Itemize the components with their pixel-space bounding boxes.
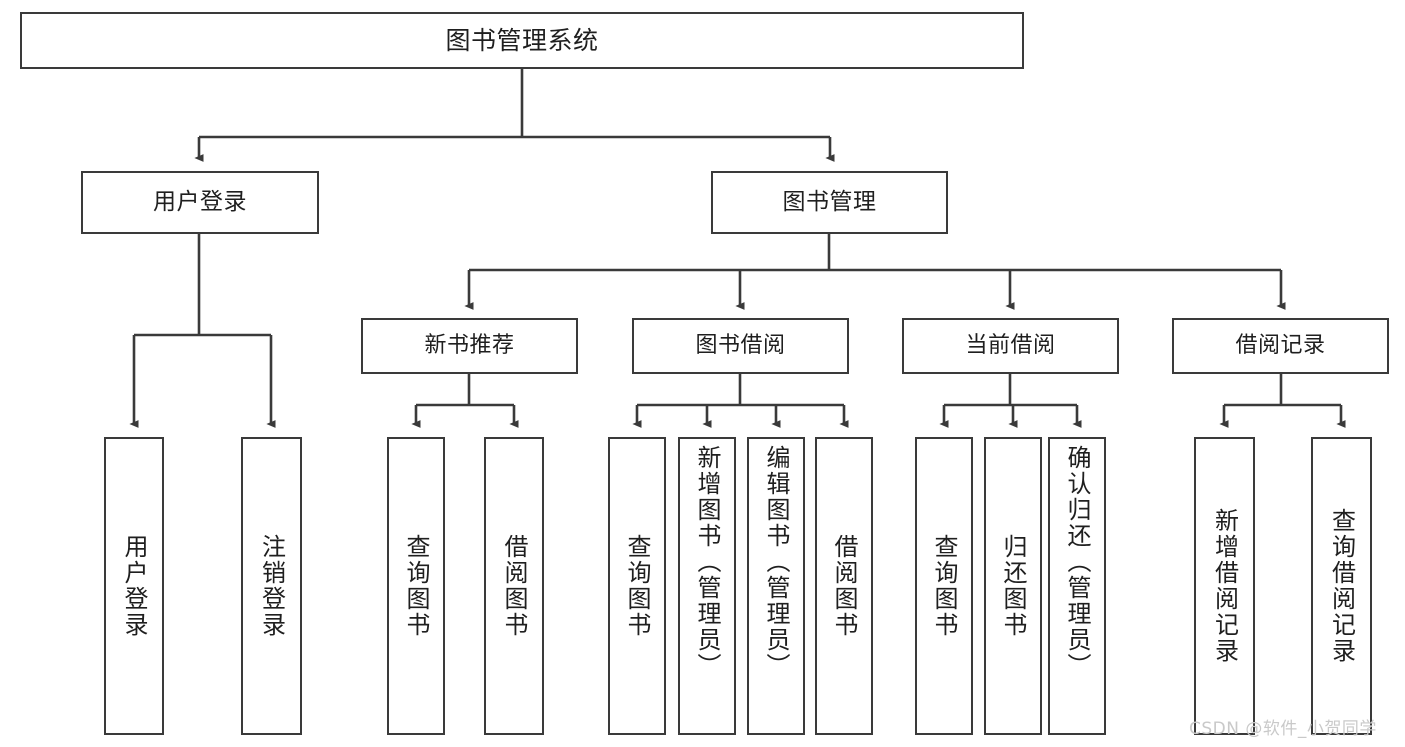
node-root-system[interactable]: 图书管理系统 (20, 12, 1024, 69)
leaf-user-logout[interactable]: 注销登录 (241, 437, 302, 735)
node-current-borrowing[interactable]: 当前借阅 (902, 318, 1119, 374)
node-borrowing-record-label: 借阅记录 (1235, 332, 1326, 358)
node-borrowing-record[interactable]: 借阅记录 (1172, 318, 1389, 374)
leaf-query-books-borrow-label: 查询图书 (623, 534, 651, 638)
leaf-confirm-return-admin[interactable]: 确认归还（管理员） (1048, 437, 1106, 735)
leaf-add-book-admin[interactable]: 新增图书（管理员） (678, 437, 736, 735)
node-new-book-recommendation[interactable]: 新书推荐 (361, 318, 578, 374)
leaf-confirm-return-admin-label: 确认归还（管理员） (1063, 445, 1091, 679)
leaf-add-book-admin-label: 新增图书（管理员） (693, 445, 721, 679)
leaf-return-books[interactable]: 归还图书 (984, 437, 1042, 735)
leaf-query-borrow-record[interactable]: 查询借阅记录 (1311, 437, 1372, 735)
csdn-watermark: CSDN @软件_小贺同学 (1189, 719, 1377, 739)
node-book-borrowing-label: 图书借阅 (695, 332, 786, 358)
node-user-login[interactable]: 用户登录 (81, 171, 319, 234)
leaf-return-books-label: 归还图书 (999, 534, 1027, 638)
node-root-label: 图书管理系统 (445, 25, 599, 55)
node-book-management[interactable]: 图书管理 (711, 171, 948, 234)
leaf-add-borrow-record[interactable]: 新增借阅记录 (1194, 437, 1255, 735)
leaf-query-books-new-label: 查询图书 (402, 534, 430, 638)
leaf-add-borrow-record-label: 新增借阅记录 (1210, 508, 1239, 664)
leaf-query-books-current-label: 查询图书 (930, 534, 958, 638)
leaf-borrow-books-lend-label: 借阅图书 (830, 534, 858, 638)
node-book-management-label: 图书管理 (782, 188, 877, 215)
leaf-edit-book-admin[interactable]: 编辑图书（管理员） (747, 437, 805, 735)
leaf-user-login-label: 用户登录 (120, 534, 148, 638)
leaf-query-books-new[interactable]: 查询图书 (387, 437, 445, 735)
leaf-query-borrow-record-label: 查询借阅记录 (1327, 508, 1356, 664)
leaf-edit-book-admin-label: 编辑图书（管理员） (762, 445, 790, 679)
leaf-borrow-books-new-label: 借阅图书 (500, 534, 528, 638)
leaf-query-books-current[interactable]: 查询图书 (915, 437, 973, 735)
leaf-query-books-borrow[interactable]: 查询图书 (608, 437, 666, 735)
node-book-borrowing[interactable]: 图书借阅 (632, 318, 849, 374)
node-current-borrowing-label: 当前借阅 (965, 332, 1056, 358)
leaf-borrow-books-lend[interactable]: 借阅图书 (815, 437, 873, 735)
node-new-book-recommendation-label: 新书推荐 (424, 332, 515, 358)
node-user-login-label: 用户登录 (153, 188, 247, 215)
leaf-user-logout-label: 注销登录 (257, 534, 286, 638)
leaf-user-login[interactable]: 用户登录 (104, 437, 164, 735)
leaf-borrow-books-new[interactable]: 借阅图书 (484, 437, 544, 735)
